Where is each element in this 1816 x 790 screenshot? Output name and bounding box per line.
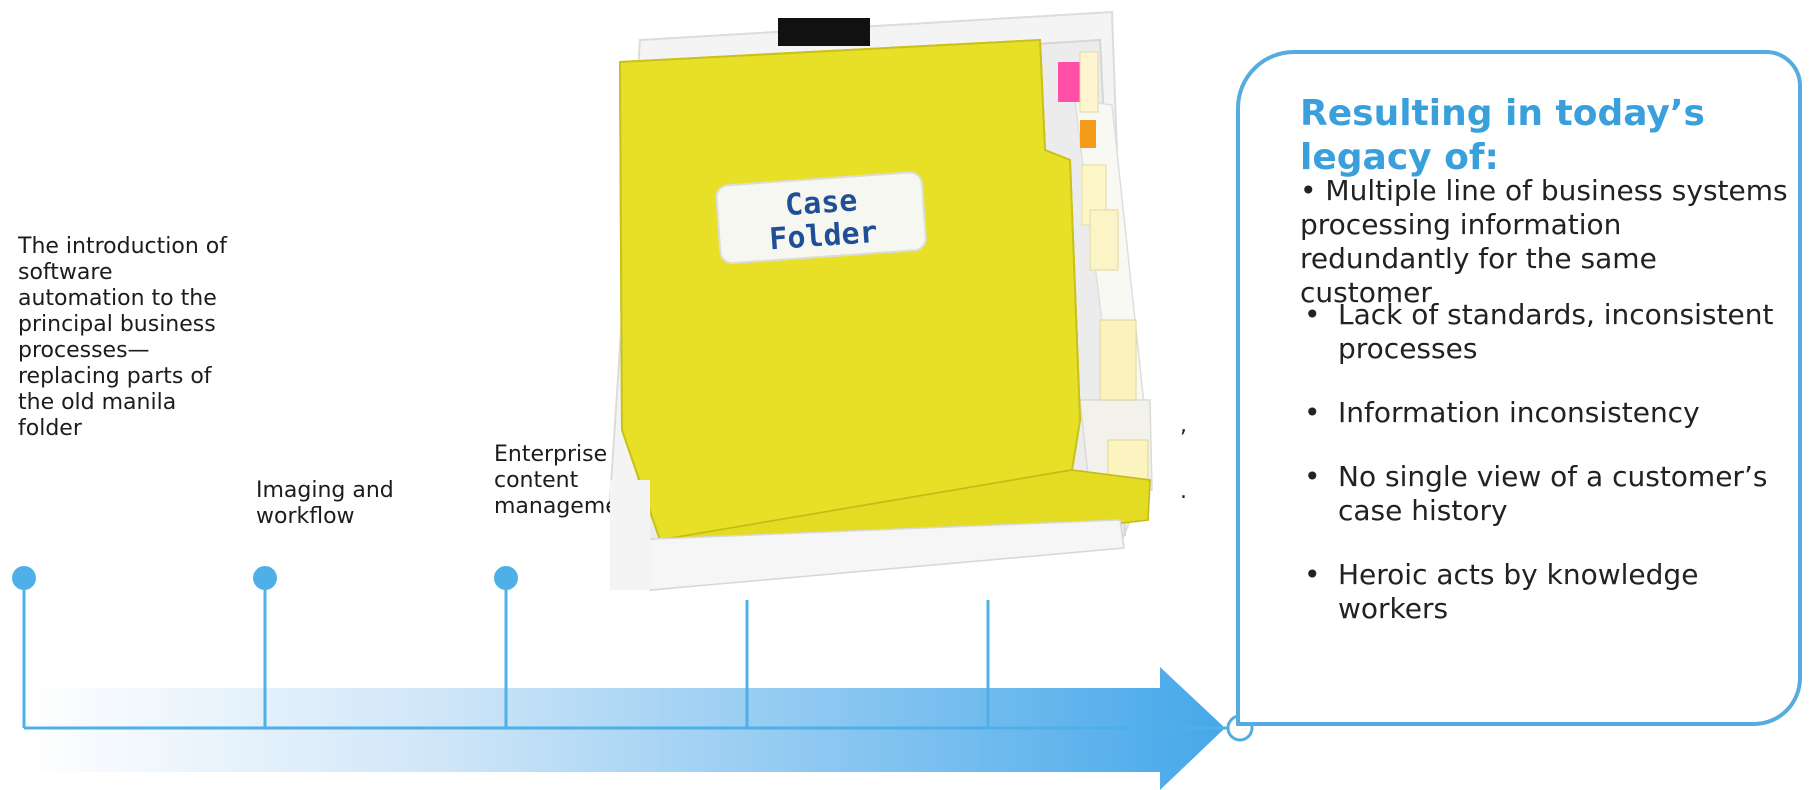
milestone-2: [253, 566, 277, 728]
list-item: Lack of standards, inconsistent processe…: [1300, 298, 1796, 366]
list-item: No single view of a customer’s case hist…: [1300, 460, 1796, 528]
milestone-1: [12, 566, 36, 728]
milestone-dot: [253, 566, 277, 590]
case-folder-image: Case Folder: [608, 10, 1153, 592]
legacy-callout: Resulting in today’s legacy of: • Multip…: [1236, 50, 1802, 726]
milestone-dot: [494, 566, 518, 590]
black-clip: [778, 18, 870, 46]
callout-title: Resulting in today’s legacy of:: [1300, 93, 1705, 178]
milestone-dot: [12, 566, 36, 590]
callout-intro: • Multiple line of business systems proc…: [1300, 174, 1788, 309]
milestone-3-text: Enterprise content management: [494, 442, 642, 519]
fragment-dot: .: [1180, 479, 1187, 504]
yellow-folder: [618, 38, 1082, 542]
milestone-1-text: The introduction of software automation …: [18, 234, 227, 441]
callout-list: Lack of standards, inconsistent processe…: [1300, 298, 1796, 656]
list-item: Information inconsistency: [1300, 396, 1796, 430]
list-item: Heroic acts by knowledge workers: [1300, 558, 1796, 626]
milestone-3: [494, 566, 518, 728]
milestone-2-text: Imaging and workflow: [256, 478, 394, 529]
fragment-comma: ,: [1180, 413, 1187, 438]
